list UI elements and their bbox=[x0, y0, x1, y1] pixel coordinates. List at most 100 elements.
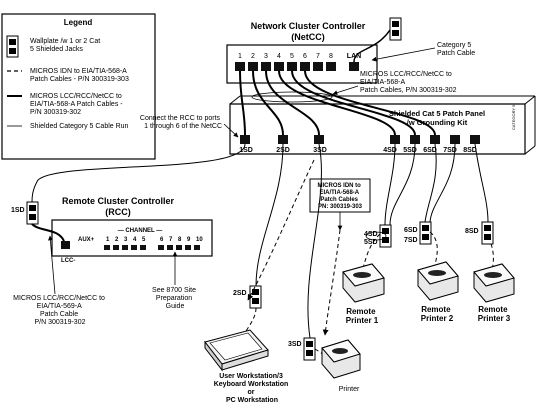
rcc-lcc-cable bbox=[31, 223, 65, 242]
svg-text:1SD: 1SD bbox=[11, 207, 25, 214]
svg-text:3: 3 bbox=[124, 237, 128, 243]
workstation-icon bbox=[204, 329, 269, 372]
patch-panel-side-text: CATEGORY 5 bbox=[511, 104, 516, 130]
svg-text:MICROS IDN to EIA/TIA-56: MICROS IDN to EIA/TIA-568-A Patch Cables… bbox=[317, 183, 362, 210]
cable-bundle-ellipse bbox=[251, 91, 333, 103]
svg-text:3SD: 3SD bbox=[288, 341, 302, 348]
svg-text:9: 9 bbox=[187, 237, 191, 243]
run-8sd bbox=[474, 143, 489, 223]
svg-text:5: 5 bbox=[142, 237, 146, 243]
printer-3-label: Remote Printer 3 bbox=[478, 305, 511, 323]
svg-text:3: 3 bbox=[264, 53, 268, 60]
svg-text:6: 6 bbox=[160, 237, 164, 243]
printer-4-label: Printer bbox=[339, 386, 360, 393]
svg-text:8SD: 8SD bbox=[463, 147, 477, 154]
svg-text:1: 1 bbox=[106, 237, 110, 243]
run-2sd bbox=[255, 143, 284, 287]
printer-2-label: Remote Printer 2 bbox=[421, 305, 454, 323]
patch-panel-title-2: /w Grounding Kit bbox=[407, 118, 468, 127]
wallplate-6sd-7sd: 6SD 7SD bbox=[404, 221, 432, 245]
micros-lcc-note: MICROS LCC/RCC/NetCC to EIA/TIA-568-A Pa… bbox=[360, 71, 457, 94]
p2-cable bbox=[429, 231, 438, 269]
workstation-label: User Workstation/3 Keyboard Workstation … bbox=[214, 373, 291, 404]
connect-note: Connect the RCC to ports 1 through 6 of … bbox=[140, 115, 222, 130]
legend-item-shielded: Shielded Category 5 Cable Run bbox=[30, 123, 129, 130]
wallplate-8sd: 8SD bbox=[465, 221, 494, 245]
svg-text:8SD: 8SD bbox=[465, 228, 479, 235]
rcc-aux-label: AUX+ bbox=[78, 237, 95, 243]
rcc-lcc-port bbox=[61, 241, 70, 249]
svg-text:1SD: 1SD bbox=[239, 147, 253, 154]
svg-text:6SD: 6SD bbox=[404, 227, 418, 234]
cable-ellipse bbox=[365, 231, 387, 241]
svg-text:4SD: 4SD bbox=[383, 147, 397, 154]
printer-icon-2 bbox=[417, 261, 459, 301]
rcc-cable-note: MICROS LCC/RCC/NetCC to EIA/TIA-569-A Pa… bbox=[13, 295, 107, 326]
run-1sd bbox=[31, 143, 246, 203]
rcc-channel-ports bbox=[104, 245, 200, 250]
rcc-subtitle: (RCC) bbox=[105, 207, 131, 217]
netcc-ports bbox=[235, 62, 336, 71]
lcc-note-arrow bbox=[332, 85, 359, 95]
idn-dashed-ws bbox=[247, 159, 315, 301]
rcc-channel-numbers: 1 2 3 4 5 6 7 8 9 10 bbox=[106, 237, 203, 243]
connect-arrow bbox=[223, 123, 239, 138]
wallplate-icon bbox=[6, 35, 19, 58]
cat5-arrow bbox=[371, 47, 436, 62]
svg-text:7SD: 7SD bbox=[443, 147, 457, 154]
printer-icon-3 bbox=[473, 263, 515, 303]
run-7sd bbox=[429, 143, 456, 223]
netcc-patch-cables bbox=[239, 70, 436, 136]
printer-icon-4 bbox=[321, 339, 361, 379]
svg-text:4: 4 bbox=[133, 237, 137, 243]
p1-cable bbox=[361, 233, 381, 273]
svg-text:2: 2 bbox=[251, 53, 255, 60]
netcc-title: Network Cluster Controller bbox=[251, 21, 366, 31]
printer-icon-1 bbox=[342, 263, 385, 303]
svg-text:2: 2 bbox=[115, 237, 119, 243]
svg-text:6: 6 bbox=[303, 53, 307, 60]
wallplate-1sd: 1SD bbox=[11, 201, 39, 225]
wallplate-2sd: 2SD bbox=[233, 285, 262, 309]
svg-text:4: 4 bbox=[277, 53, 281, 60]
svg-text:8: 8 bbox=[329, 53, 333, 60]
site-guide-note: See 8700 Site Preparation Guide bbox=[152, 287, 198, 310]
svg-text:4SD: 4SD bbox=[364, 231, 378, 238]
svg-text:5: 5 bbox=[290, 53, 294, 60]
legend-item-wallplate: Wallplate /w 1 or 2 Cat 5 Shielded Jacks bbox=[30, 38, 102, 53]
printer-1-label: Remote Printer 1 bbox=[346, 307, 379, 325]
svg-text:7: 7 bbox=[316, 53, 320, 60]
run-5sd bbox=[389, 143, 416, 226]
patch-panel: Shielded Cat 5 Patch Panel /w Grounding … bbox=[229, 95, 536, 155]
legend-title: Legend bbox=[64, 18, 93, 27]
rcc-channel-label: — CHANNEL — bbox=[118, 228, 163, 234]
legend-item-lcc: MICROS LCC/RCC/NetCC to EIA/TIA-568-A Pa… bbox=[30, 93, 125, 116]
svg-text:7: 7 bbox=[169, 237, 173, 243]
run-6sd bbox=[424, 143, 437, 223]
netcc: Network Cluster Controller (NetCC) 1 2 3… bbox=[226, 21, 378, 84]
lan-cable bbox=[353, 29, 391, 63]
svg-text:5SD: 5SD bbox=[403, 147, 417, 154]
patch-panel-title-1: Shielded Cat 5 Patch Panel bbox=[389, 109, 485, 118]
legend-item-idn: MICROS IDN to EIA/TIA-568-A Patch Cables… bbox=[30, 68, 129, 83]
idn-dashed-printer bbox=[322, 229, 341, 336]
svg-text:5SD: 5SD bbox=[364, 239, 378, 246]
wallplate-top bbox=[389, 17, 402, 41]
rcc-lcc-label: LCC- bbox=[61, 258, 75, 264]
svg-text:8: 8 bbox=[178, 237, 182, 243]
legend: Legend Wallplate /w 1 or 2 Cat 5 Shielde… bbox=[1, 13, 156, 160]
svg-text:10: 10 bbox=[196, 237, 203, 243]
run-3sd bbox=[307, 143, 322, 339]
svg-text:1: 1 bbox=[238, 53, 242, 60]
rcc-cable-arrow bbox=[47, 235, 56, 295]
rcc: Remote Cluster Controller (RCC) — CHANNE… bbox=[51, 196, 213, 264]
cat5-patch-label: Category 5 Patch Cable bbox=[437, 42, 475, 57]
run-4sd bbox=[384, 143, 396, 226]
netcc-subtitle: (NetCC) bbox=[291, 32, 325, 42]
netcc-port-labels: 1 2 3 4 5 6 7 8 bbox=[238, 53, 333, 60]
patch-panel-ports bbox=[240, 135, 480, 144]
lan-port bbox=[349, 62, 359, 71]
svg-text:6SD: 6SD bbox=[423, 147, 437, 154]
rcc-title: Remote Cluster Controller bbox=[62, 196, 175, 206]
